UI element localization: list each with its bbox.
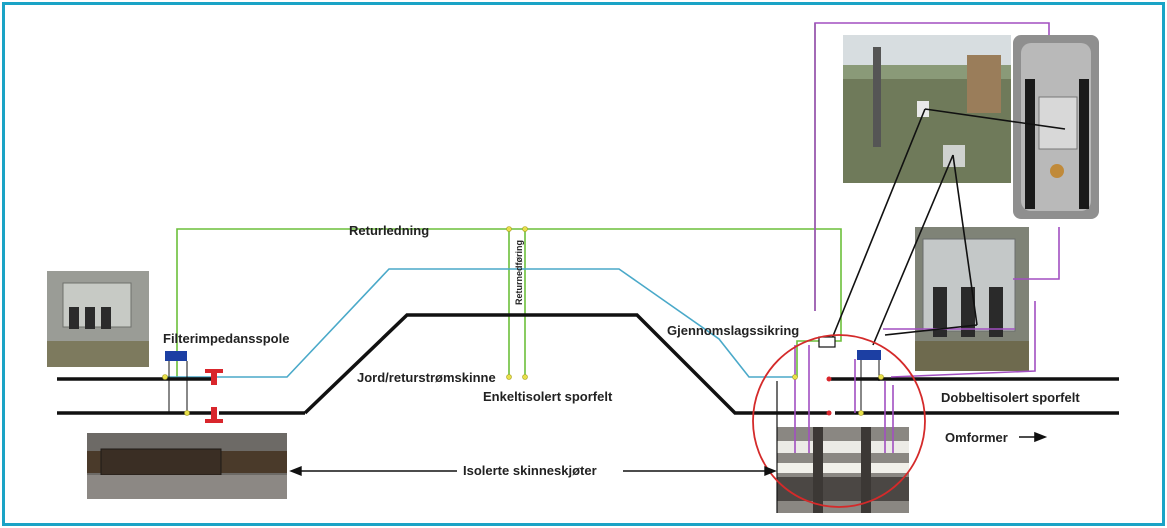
photo-insulated-joint-left	[87, 433, 287, 499]
label-jord-returstromskinne: Jord/returstrømskinne	[357, 370, 496, 385]
photo-impedance-bond-box	[915, 227, 1029, 371]
arrow-right-icon	[1019, 431, 1048, 443]
impedance-bond-right	[857, 350, 881, 413]
label-filterimpedansspole: Filterimpedansspole	[163, 331, 289, 346]
highlight-circle	[752, 334, 926, 508]
track-circuit-diagram: Returledning Returnedføring Filterimpeda…	[47, 22, 1119, 513]
earth-return-rail	[165, 268, 795, 378]
label-omformer: Omformer	[945, 430, 1008, 445]
label-enkeltisolert-sporfelt: Enkeltisolert sporfelt	[483, 389, 613, 404]
label-gjennomslagssikring: Gjennomslagssikring	[667, 323, 799, 338]
label-dobbeltisolert-sporfelt: Dobbeltisolert sporfelt	[941, 390, 1080, 405]
label-isolerte-skinneskjoter: Isolerte skinneskjøter	[463, 463, 597, 478]
photo-insulated-joint-right	[777, 427, 909, 513]
double-arrow-icon	[289, 465, 777, 477]
impedance-bond-left	[165, 351, 188, 413]
label-returnedforing: Returnedføring	[514, 240, 524, 305]
track-circuit-wiring	[794, 22, 1060, 453]
leader-lines	[830, 108, 1066, 346]
insulated-joint-markers	[205, 369, 832, 423]
label-returledning: Returledning	[349, 223, 429, 238]
photo-filter-impedance-box	[47, 271, 149, 367]
junction-dots	[162, 226, 884, 416]
surge-protector-symbol	[818, 336, 836, 348]
